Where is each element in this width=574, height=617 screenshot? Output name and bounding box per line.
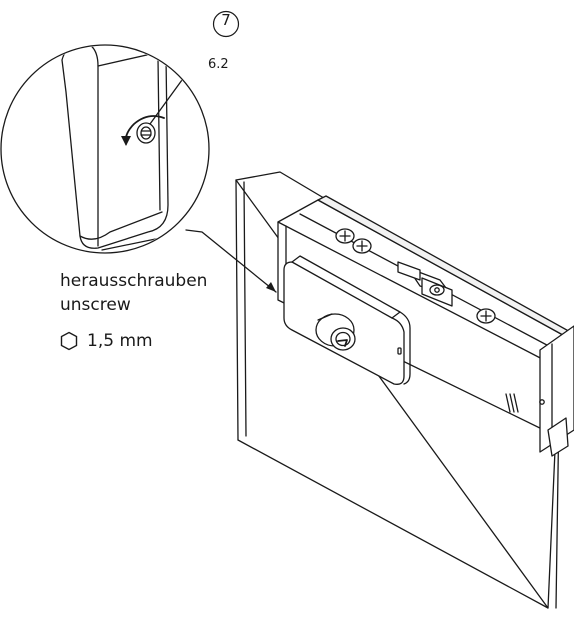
lock-body: [277, 195, 574, 457]
instruction-german: herausschrauben: [60, 271, 208, 291]
detail-circle: [0, 44, 210, 254]
tool-size-row: 1,5 mm: [60, 331, 153, 351]
tool-size-label: 1,5 mm: [87, 331, 153, 351]
leader-arrow: [185, 229, 277, 293]
instruction-english: unscrew: [60, 295, 131, 315]
step-number: 6.2: [208, 57, 229, 72]
callout-circle: [212, 10, 240, 38]
callout-number: 7: [221, 11, 231, 29]
top-screws: [335, 228, 496, 324]
hex-key-icon: [60, 331, 78, 351]
cylinder-housing: [283, 255, 411, 385]
